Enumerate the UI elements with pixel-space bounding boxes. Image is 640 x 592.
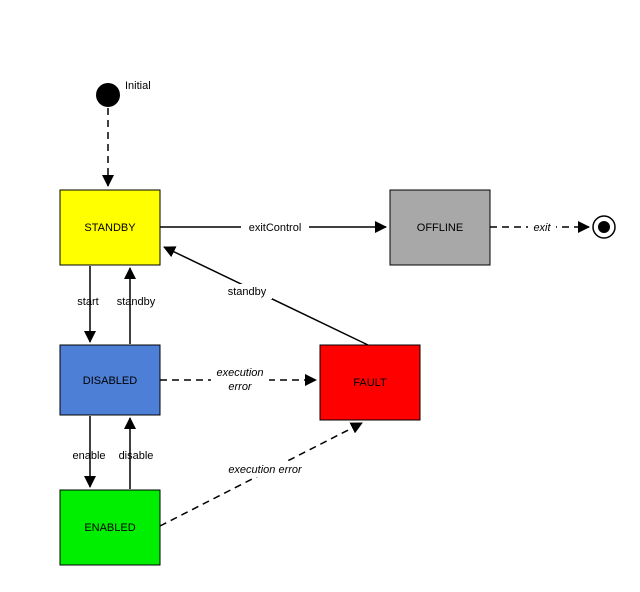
initial-state-node — [96, 83, 120, 107]
transition-label-execution-error-line1: execution — [216, 367, 263, 379]
label-background — [528, 219, 556, 235]
state-offline — [389, 189, 491, 266]
transition-label-exit: exit — [533, 222, 551, 234]
label-background — [222, 284, 272, 299]
label-background — [241, 219, 309, 235]
transition-label-disable: disable — [119, 450, 154, 462]
state-offline-label: OFFLINE — [417, 222, 463, 234]
transition-label-enable: enable — [72, 450, 105, 462]
label-background — [211, 364, 269, 394]
transition-label-execution-error-line2: error — [228, 381, 253, 393]
initial-state-label: Initial — [125, 80, 151, 92]
state-standby — [59, 189, 161, 266]
state-standby-label: STANDBY — [84, 222, 136, 234]
state-enabled-label: ENABLED — [84, 522, 135, 534]
label-background — [217, 461, 313, 477]
transition-label-standby-up: standby — [117, 296, 156, 308]
state-enabled — [59, 489, 161, 566]
state-disabled-label: DISABLED — [83, 375, 137, 387]
state-fault-label: FAULT — [353, 377, 387, 389]
transition-label-standby-from-fault: standby — [228, 286, 267, 298]
state-fault — [319, 344, 421, 421]
state-disabled — [59, 344, 161, 416]
transition-label-execution-error-2: execution error — [228, 464, 303, 476]
final-state-inner-dot — [598, 221, 610, 233]
transition-label-start: start — [77, 296, 98, 308]
transition-label-exitcontrol: exitControl — [249, 222, 302, 234]
